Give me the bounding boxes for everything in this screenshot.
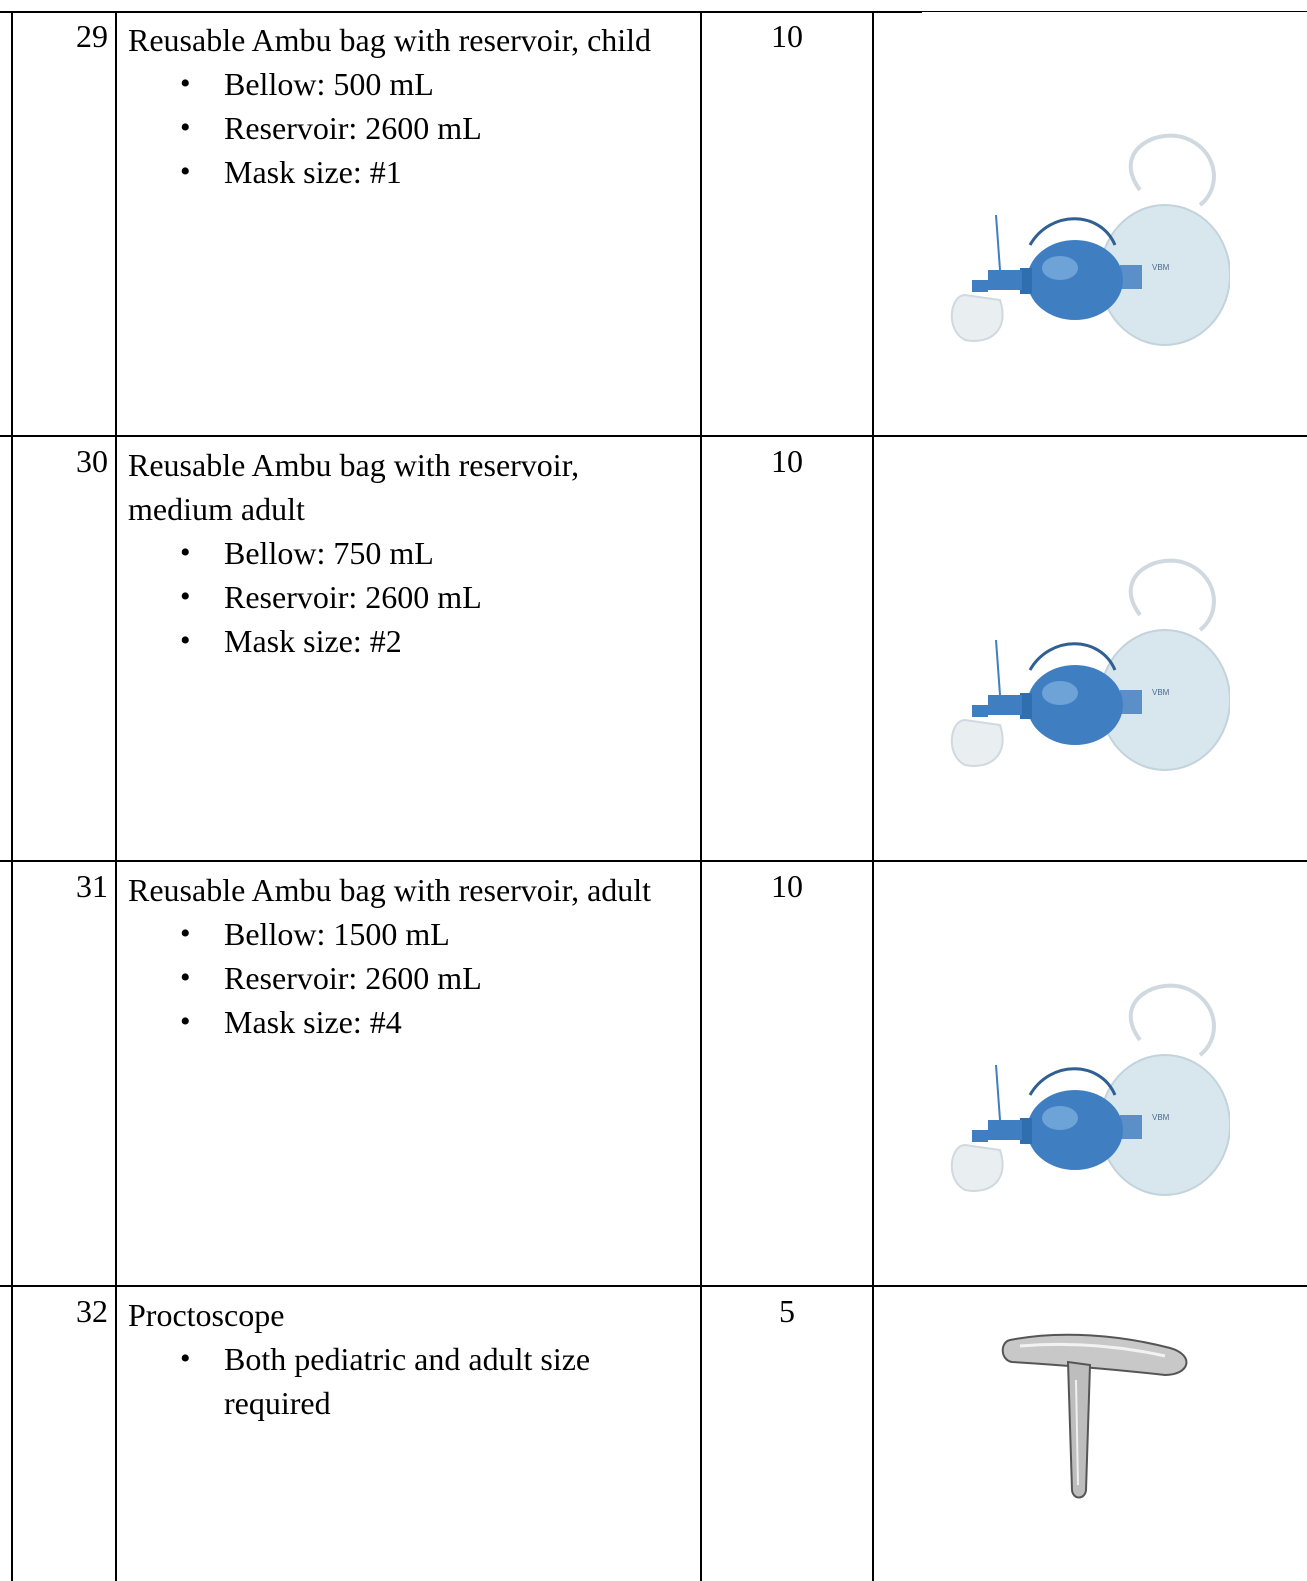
svg-text:VBM: VBM (1152, 263, 1170, 272)
svg-text:VBM: VBM (1152, 1113, 1170, 1122)
column-divider-quantity (700, 11, 702, 1581)
item-description: Reusable Ambu bag with reservoir, medium… (128, 443, 688, 663)
spec-mask-size: Mask size: #2 (128, 619, 688, 663)
spec-list: Bellow: 500 mL Reservoir: 2600 mL Mask s… (128, 62, 688, 194)
spec-reservoir: Reservoir: 2600 mL (128, 106, 688, 150)
spec-reservoir: Reservoir: 2600 mL (128, 575, 688, 619)
table-top-border (0, 11, 922, 13)
item-description: Proctoscope Both pediatric and adult siz… (128, 1293, 688, 1425)
ambu-bag-drawing: VBM (950, 983, 1230, 1196)
table-left-border (11, 11, 13, 1581)
ambu-bag-image: VBM (950, 558, 1230, 771)
ambu-bag-drawing: VBM (950, 558, 1230, 771)
table-top-border-right (922, 11, 1307, 12)
row-divider-30-31 (0, 860, 1307, 862)
item-title: Proctoscope (128, 1297, 285, 1333)
row-number: 29 (76, 18, 108, 54)
item-quantity: 10 (771, 18, 803, 54)
item-title: Reusable Ambu bag with reservoir, medium… (128, 447, 580, 527)
row-number: 31 (76, 868, 108, 904)
spec-size: Both pediatric and adult size required (128, 1337, 664, 1425)
row-number: 30 (76, 443, 108, 479)
proctoscope-image (1001, 1333, 1188, 1499)
spec-mask-size: Mask size: #4 (128, 1000, 688, 1044)
spec-list: Bellow: 1500 mL Reservoir: 2600 mL Mask … (128, 912, 688, 1044)
spec-bellow: Bellow: 500 mL (128, 62, 688, 106)
svg-text:VBM: VBM (1152, 688, 1170, 697)
ambu-bag-drawing: VBM (950, 133, 1230, 346)
spec-reservoir: Reservoir: 2600 mL (128, 956, 688, 1000)
item-quantity: 5 (779, 1293, 795, 1329)
spec-list: Both pediatric and adult size required (128, 1337, 688, 1425)
column-divider-image (872, 11, 874, 1581)
item-quantity: 10 (771, 443, 803, 479)
item-title: Reusable Ambu bag with reservoir, adult (128, 872, 652, 908)
row-divider-29-30 (0, 435, 1307, 437)
proctoscope-drawing (1001, 1333, 1188, 1499)
spec-bellow: Bellow: 750 mL (128, 531, 688, 575)
spec-mask-size: Mask size: #1 (128, 150, 688, 194)
row-divider-31-32 (0, 1285, 1307, 1287)
ambu-bag-image: VBM (950, 133, 1230, 346)
item-quantity: 10 (771, 868, 803, 904)
spec-list: Bellow: 750 mL Reservoir: 2600 mL Mask s… (128, 531, 688, 663)
column-divider-number (115, 11, 117, 1581)
item-description: Reusable Ambu bag with reservoir, adult … (128, 868, 688, 1044)
row-number: 32 (76, 1293, 108, 1329)
item-description: Reusable Ambu bag with reservoir, child … (128, 18, 688, 194)
item-title: Reusable Ambu bag with reservoir, child (128, 22, 652, 58)
spec-bellow: Bellow: 1500 mL (128, 912, 688, 956)
ambu-bag-image: VBM (950, 983, 1230, 1196)
